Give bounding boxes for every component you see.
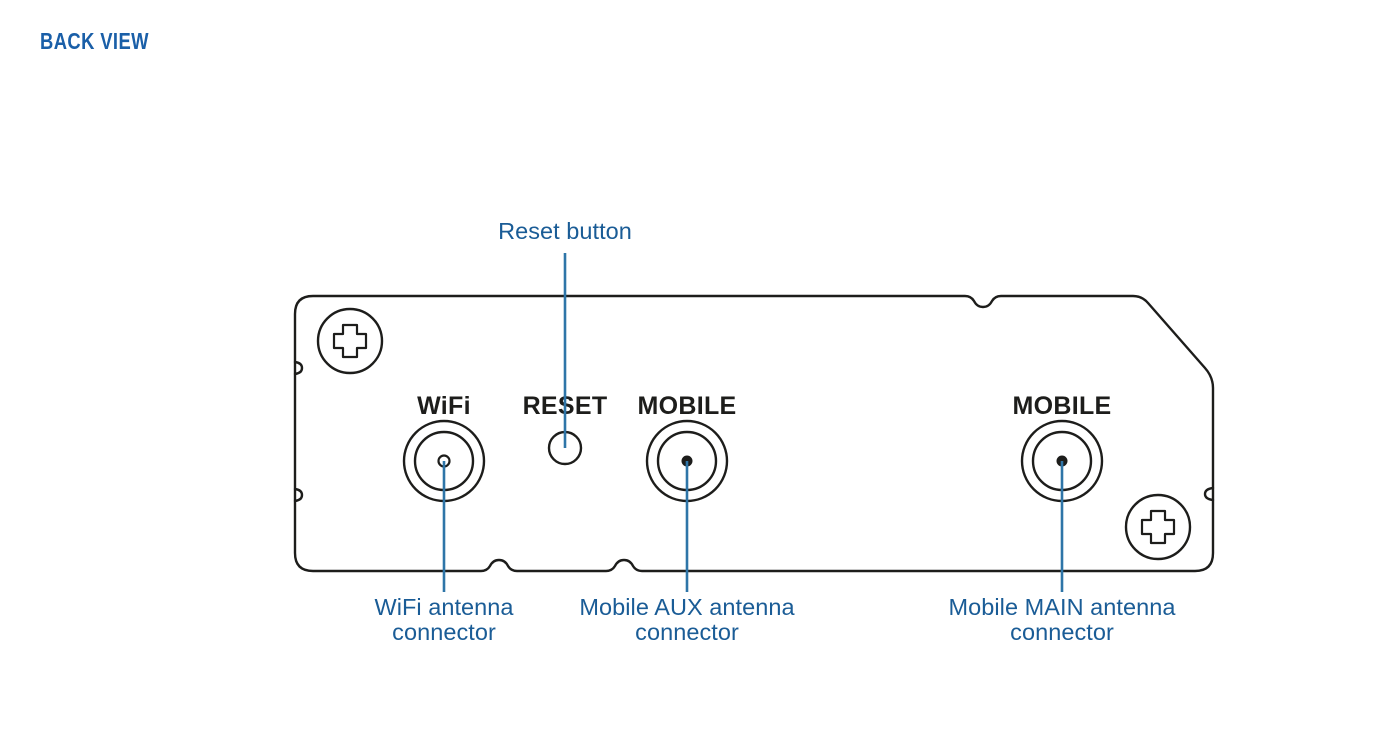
phillips-cross-icon	[1140, 509, 1176, 545]
callout-wifi-antenna-line2: connector	[392, 619, 496, 646]
callout-wifi-antenna-line1: WiFi antenna	[374, 594, 514, 620]
page-title: BACK VIEW	[40, 28, 149, 54]
callout-mobile-main-antenna: Mobile MAIN antenna connector	[948, 594, 1176, 646]
callout-mobile-main-antenna-line2: connector	[1010, 619, 1114, 646]
callout-mobile-aux-antenna-line2: connector	[635, 619, 739, 646]
screw-top-left	[316, 307, 384, 375]
callout-reset-button-line1: Reset button	[498, 218, 632, 244]
left-edge-notch-top	[293, 360, 304, 376]
panel-label-mobile-main: MOBILE	[1012, 392, 1111, 420]
callout-mobile-main-antenna-line1: Mobile MAIN antenna	[948, 594, 1176, 620]
device-panel-body	[293, 294, 1215, 573]
panel-label-mobile-aux: MOBILE	[637, 392, 736, 420]
panel-outline	[293, 294, 1215, 573]
right-edge-notch	[1203, 486, 1215, 502]
callout-wifi-antenna: WiFi antenna connector	[374, 594, 514, 646]
callout-reset-button: Reset button	[498, 218, 632, 244]
callout-mobile-aux-antenna-line1: Mobile AUX antenna	[579, 594, 795, 620]
callout-mobile-aux-antenna: Mobile AUX antenna connector	[579, 594, 795, 646]
panel-label-wifi: WiFi	[417, 392, 471, 420]
left-edge-notch-bottom	[293, 487, 304, 503]
phillips-cross-icon	[332, 323, 368, 359]
screw-bottom-right	[1124, 493, 1192, 561]
